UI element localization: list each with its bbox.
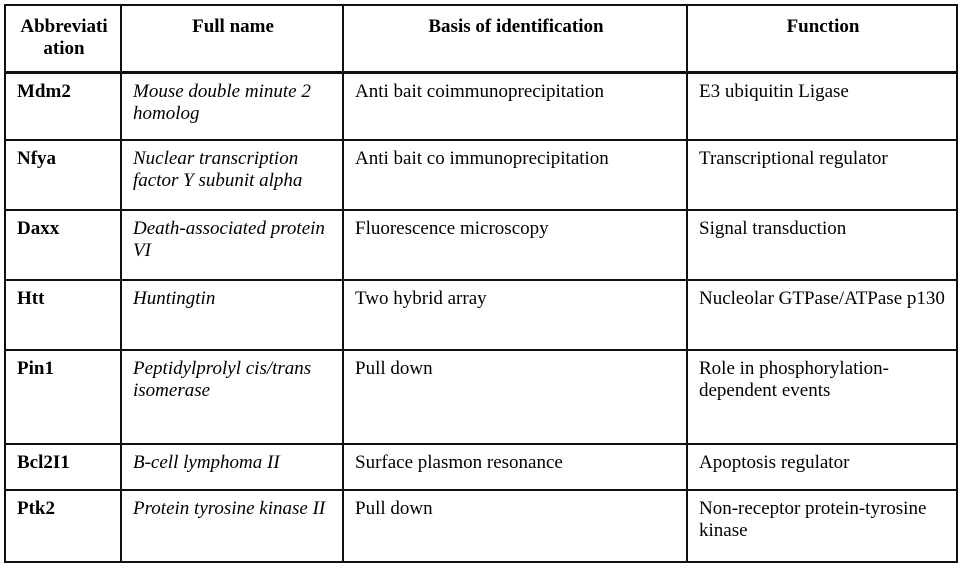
cell-basis: Pull down — [342, 349, 688, 445]
table-row: Htt Huntingtin Two hybrid array Nucleola… — [4, 279, 958, 351]
header-row: Abbreviati ation Full name Basis of iden… — [4, 4, 958, 74]
cell-full-name: B-cell lymphoma II — [120, 443, 344, 491]
cell-full-name: Huntingtin — [120, 279, 344, 351]
cell-basis: Pull down — [342, 489, 688, 563]
cell-function: Role in phosphorylation-dependent events — [686, 349, 958, 445]
cell-basis: Anti bait coimmunoprecipitation — [342, 71, 688, 141]
cell-full-name: Peptidylprolyl cis/trans isomerase — [120, 349, 344, 445]
cell-full-name: Protein tyrosine kinase II — [120, 489, 344, 563]
cell-basis: Two hybrid array — [342, 279, 688, 351]
column-header-full-name: Full name — [120, 4, 344, 74]
cell-abbreviation: Daxx — [4, 209, 122, 281]
cell-basis: Anti bait co immunoprecipitation — [342, 139, 688, 211]
column-header-basis: Basis of identification — [342, 4, 688, 74]
table-row: Bcl2I1 B-cell lymphoma II Surface plasmo… — [4, 443, 958, 491]
cell-abbreviation: Htt — [4, 279, 122, 351]
table-row: Nfya Nuclear transcription factor Y subu… — [4, 139, 958, 211]
cell-function: Nucleolar GTPase/ATPase p130 — [686, 279, 958, 351]
table-row: Ptk2 Protein tyrosine kinase II Pull dow… — [4, 489, 958, 563]
column-header-function: Function — [686, 4, 958, 74]
cell-function: Non-receptor protein-tyrosine kinase — [686, 489, 958, 563]
column-header-abbreviation: Abbreviati ation — [4, 4, 122, 74]
cell-full-name: Nuclear transcription factor Y subunit a… — [120, 139, 344, 211]
table-row: Pin1 Peptidylprolyl cis/trans isomerase … — [4, 349, 958, 445]
table-header: Abbreviati ation Full name Basis of iden… — [4, 4, 958, 74]
cell-abbreviation: Ptk2 — [4, 489, 122, 563]
cell-function: Apoptosis regulator — [686, 443, 958, 491]
table-row: Daxx Death-associated protein VI Fluores… — [4, 209, 958, 281]
cell-abbreviation: Pin1 — [4, 349, 122, 445]
protein-interaction-table: Abbreviati ation Full name Basis of iden… — [4, 4, 958, 563]
cell-basis: Surface plasmon resonance — [342, 443, 688, 491]
cell-function: Transcriptional regulator — [686, 139, 958, 211]
cell-full-name: Death-associated protein VI — [120, 209, 344, 281]
cell-function: E3 ubiquitin Ligase — [686, 71, 958, 141]
cell-abbreviation: Mdm2 — [4, 71, 122, 141]
table-row: Mdm2 Mouse double minute 2 homolog Anti … — [4, 71, 958, 141]
cell-abbreviation: Bcl2I1 — [4, 443, 122, 491]
table-body: Mdm2 Mouse double minute 2 homolog Anti … — [4, 71, 958, 563]
cell-basis: Fluorescence microscopy — [342, 209, 688, 281]
cell-function: Signal transduction — [686, 209, 958, 281]
cell-abbreviation: Nfya — [4, 139, 122, 211]
cell-full-name: Mouse double minute 2 homolog — [120, 71, 344, 141]
table-page: Abbreviati ation Full name Basis of iden… — [0, 4, 960, 582]
